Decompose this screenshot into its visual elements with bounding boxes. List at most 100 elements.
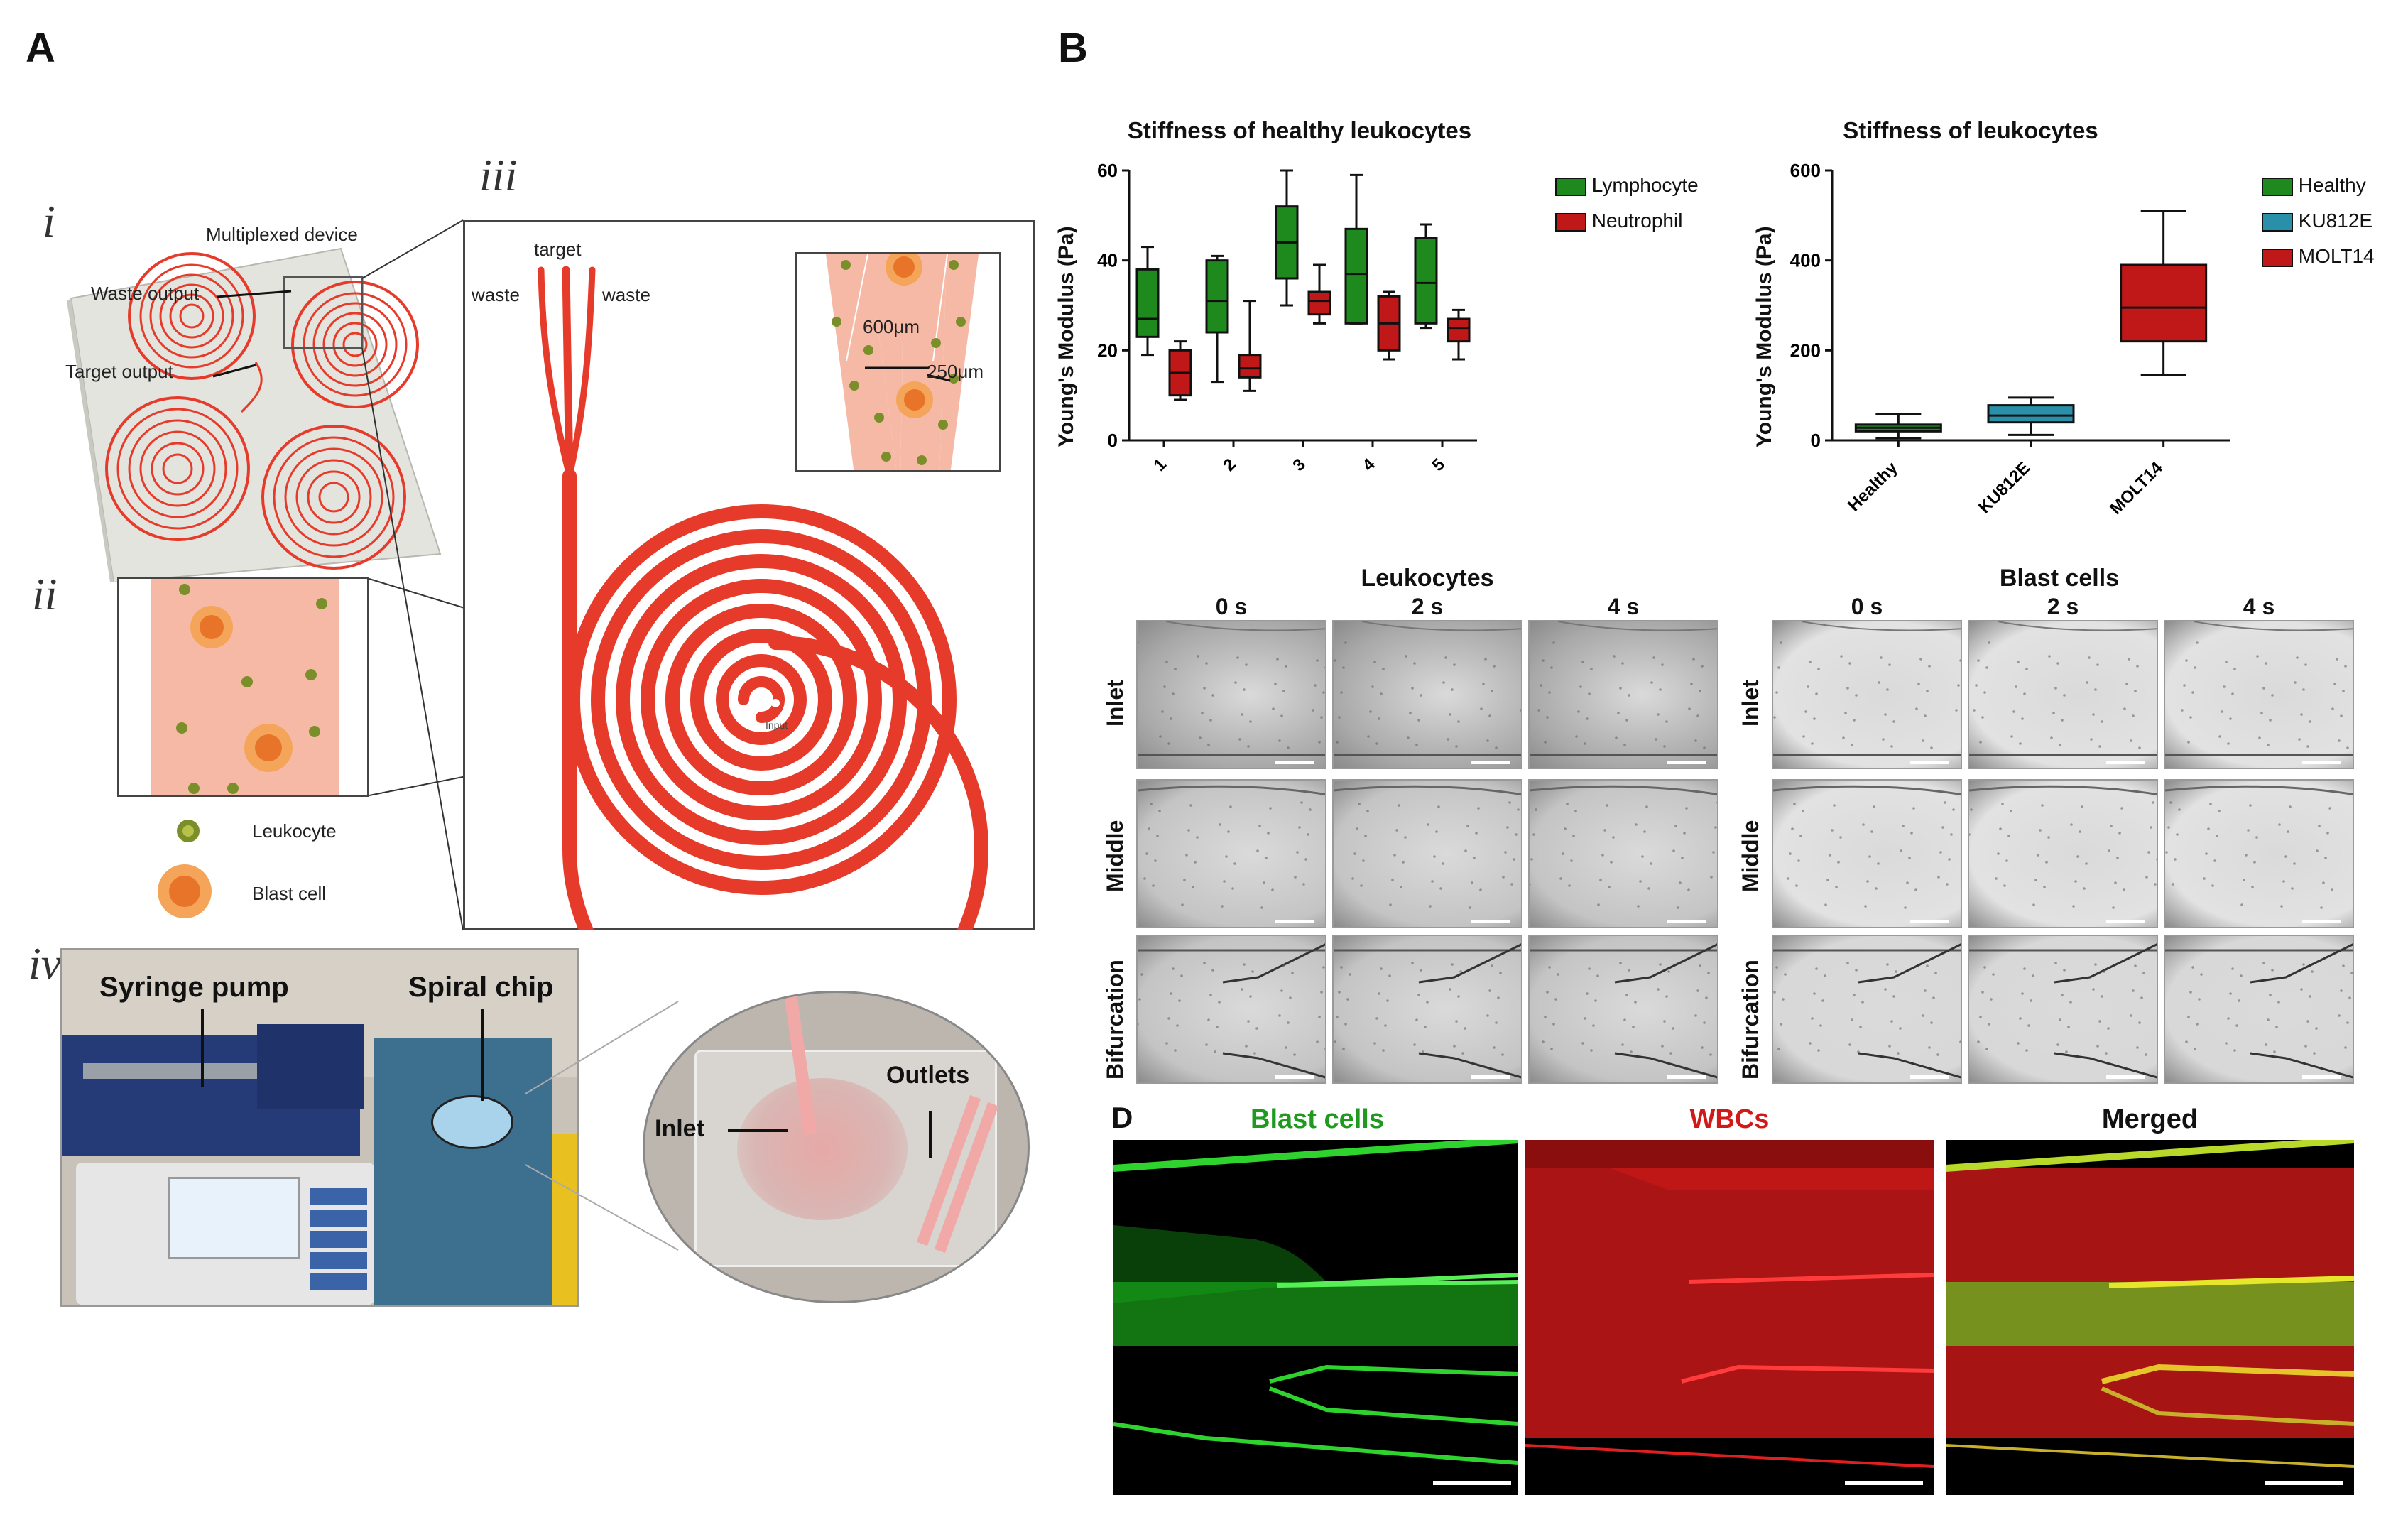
chart2-ytick-label: 200 [1790, 339, 1821, 361]
blast-cell-icon [158, 864, 212, 918]
dim-250-label: 250μm [927, 361, 984, 382]
microscopy-tile [2164, 620, 2354, 769]
chart1-xtick-label: 3 [1289, 455, 1309, 475]
waste-label-left: waste [472, 284, 520, 305]
legend-item-ku812e: KU812E [2262, 210, 2375, 232]
syringe-pump-label: Syringe pump [99, 972, 289, 1003]
legend-item-healthy: Healthy [2262, 174, 2375, 197]
legend-label-healthy: Healthy [2298, 174, 2366, 196]
chart2-box [1987, 396, 2075, 436]
panel-label-a: A [26, 25, 55, 71]
microscopy-tile [1968, 620, 2158, 769]
legend-item-molt14: MOLT14 [2262, 245, 2375, 268]
row-label: Middle [1738, 820, 1763, 892]
chart2-xtick-label: KU812E [1975, 458, 2034, 517]
chart1-xtick-label: 4 [1358, 455, 1379, 475]
row-label: Inlet [1102, 680, 1128, 727]
row-label: Bifurcation [1738, 960, 1763, 1080]
chart1-ytick-label: 0 [1108, 430, 1118, 451]
chart1-box [1414, 223, 1438, 330]
time-header: 0 s [1215, 594, 1248, 619]
microscopy-tile [1136, 935, 1326, 1084]
chart1-box [1238, 300, 1262, 392]
microscopy-tile [1528, 620, 1718, 769]
chart1-box [1135, 246, 1160, 357]
time-header: 2 s [2047, 594, 2079, 619]
spiral-chip-label: Spiral chip [408, 972, 554, 1003]
chart1-box [1168, 340, 1192, 401]
microscopy-tile [1528, 935, 1718, 1084]
setup-photo [60, 948, 579, 1307]
chart2-box [1854, 413, 1942, 440]
legend-swatch-healthy [2262, 177, 2293, 196]
chart2-ytick-label: 0 [1811, 430, 1821, 451]
dim-600-label: 600μm [863, 316, 920, 337]
chart1-ytick-label: 20 [1097, 339, 1118, 361]
chart1-xtick-label: 1 [1150, 455, 1170, 475]
chart2-ytick-label: 400 [1790, 250, 1821, 271]
wbc-fluorescence-image [1525, 1140, 1934, 1495]
chart2-title: Stiffness of leukocytes [1843, 117, 2098, 143]
input-label: Input [766, 719, 788, 731]
chart1-box [1275, 169, 1299, 307]
row-label: Bifurcation [1102, 960, 1128, 1080]
chart1-box [1307, 263, 1331, 325]
merged-fluorescence-image [1946, 1140, 2354, 1495]
chip-zoom-photo [643, 991, 1030, 1303]
chart1-box [1205, 254, 1229, 384]
waste-output-label: Waste output [91, 283, 200, 304]
target-label: target [534, 239, 582, 260]
roman-ii: ii [32, 569, 58, 619]
chart1-box [1344, 173, 1368, 325]
microscopy-tile [1968, 779, 2158, 928]
legend-label-molt14: MOLT14 [2298, 245, 2375, 267]
multiplexed-device-diagram [67, 247, 442, 582]
microscopy-tile [1332, 935, 1522, 1084]
legend-label-ku812e: KU812E [2298, 210, 2373, 232]
microscopy-tile [1528, 779, 1718, 928]
chart1-ylabel: Young's Modulus (Pa) [1055, 226, 1078, 447]
microscopy-tile [1772, 620, 1962, 769]
blast-fluorescence-image [1113, 1140, 1518, 1495]
chart1-xtick-label: 5 [1428, 455, 1449, 475]
legend-swatch-lymphocyte [1555, 177, 1586, 196]
spiral-channel-diagram [538, 266, 988, 930]
chart2-legend: Healthy KU812E MOLT14 [2262, 174, 2375, 281]
chart1-xtick-label: 2 [1219, 455, 1240, 475]
leukocytes-header: Leukocytes [1361, 565, 1494, 592]
panel-label-d: D [1111, 1101, 1133, 1134]
microscopy-tile [1968, 935, 2158, 1084]
chart2-box [2120, 210, 2208, 376]
chart1-box [1447, 308, 1471, 361]
chart1-ytick-label: 40 [1097, 250, 1118, 271]
time-header: 4 s [2243, 594, 2275, 619]
chart1-box [1377, 290, 1401, 361]
panel-label-b: B [1058, 25, 1088, 71]
microscopy-tile [2164, 779, 2354, 928]
roman-iii: iii [479, 150, 518, 200]
chart1-ytick-label: 60 [1097, 160, 1118, 181]
outlets-label: Outlets [886, 1062, 970, 1089]
microscopy-tile [1772, 935, 1962, 1084]
microscopy-tile [1332, 620, 1522, 769]
multiplexed-device-label: Multiplexed device [206, 224, 358, 245]
time-header: 4 s [1607, 594, 1640, 619]
legend-item-neutrophil: Neutrophil [1555, 210, 1699, 232]
leukocyte-legend-label: Leukocyte [252, 820, 337, 842]
microscopy-tile [1136, 620, 1326, 769]
legend-swatch-ku812e [2262, 212, 2293, 232]
channel-inset [117, 577, 369, 797]
leukocyte-icon [177, 820, 200, 842]
legend-label-neutrophil: Neutrophil [1591, 210, 1683, 232]
chart1-legend: Lymphocyte Neutrophil [1555, 174, 1699, 245]
waste-label-right: waste [602, 284, 650, 305]
blast-fluorescence-header: Blast cells [1251, 1104, 1384, 1134]
legend-swatch-molt14 [2262, 248, 2293, 267]
blast-cells-header: Blast cells [1999, 565, 2120, 592]
chart2-ylabel: Young's Modulus (Pa) [1753, 226, 1776, 447]
chart1-title: Stiffness of healthy leukocytes [1127, 117, 1472, 143]
time-header: 0 s [1851, 594, 1883, 619]
